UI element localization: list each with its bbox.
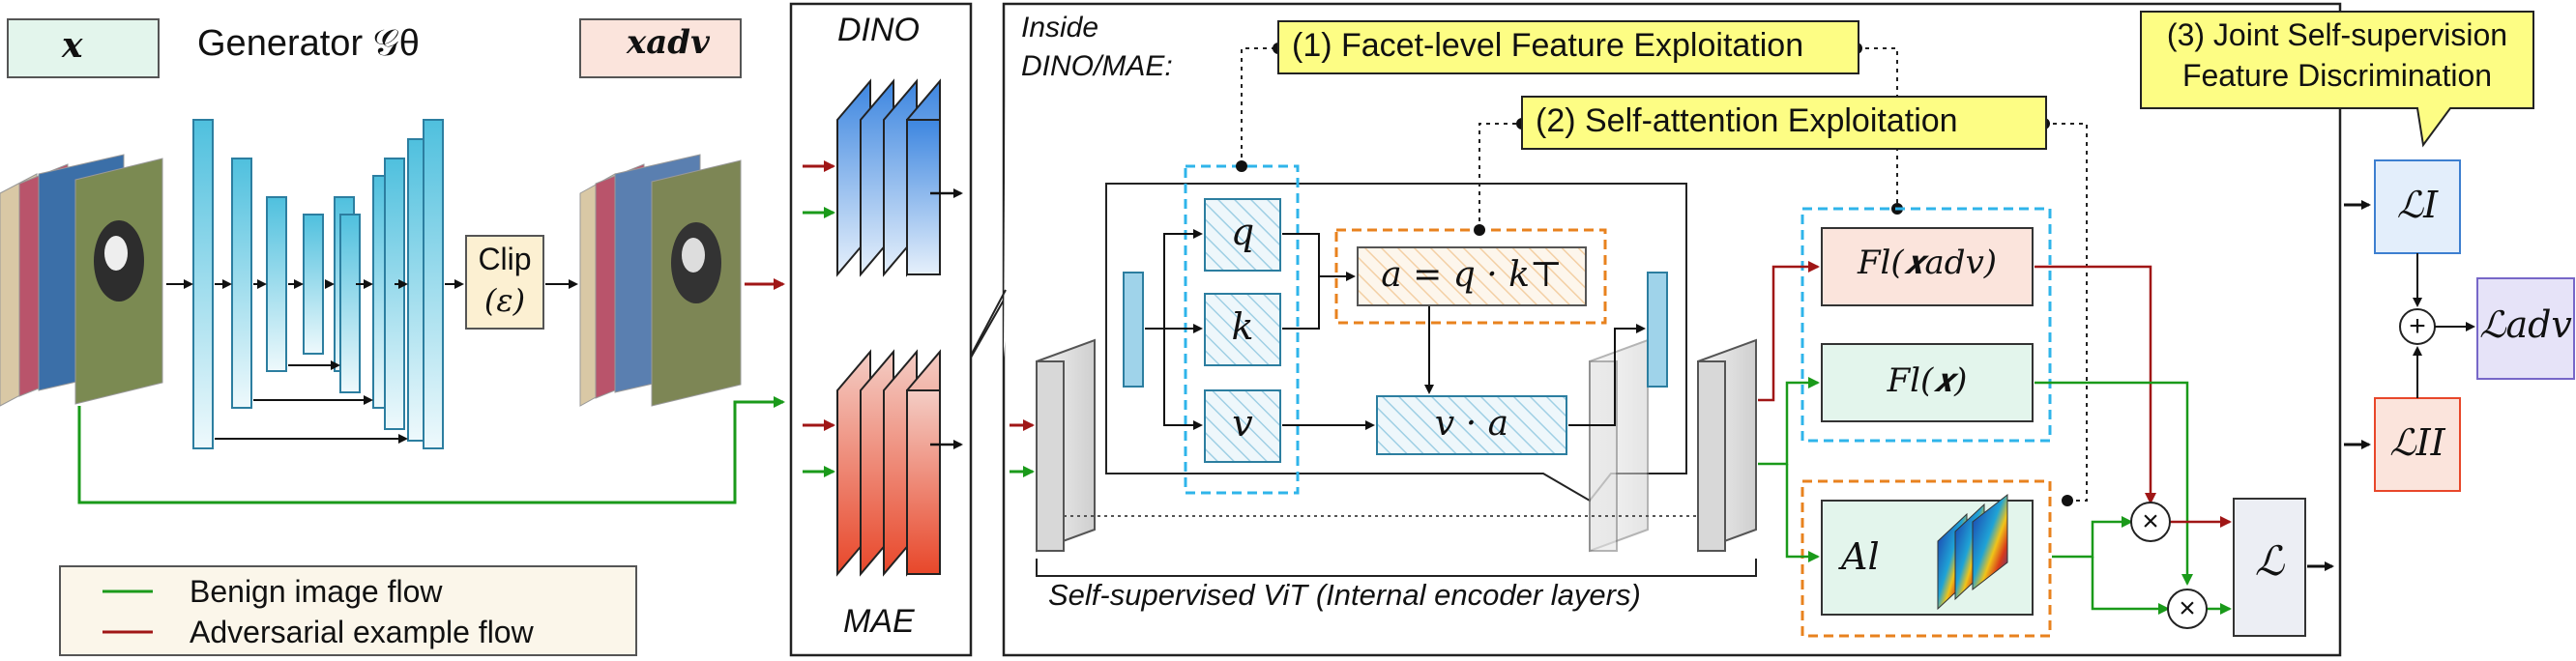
multiply-node-1: [2130, 502, 2171, 542]
output-xadv-box: [579, 18, 742, 78]
attention-formula: a = q · k⊤: [1381, 255, 1563, 295]
input-image-stack: [0, 154, 163, 407]
dino-label: DINO: [837, 12, 920, 48]
joint-discrimination-callout: [2140, 11, 2534, 148]
vit-caption: Self-supervised ViT (Internal encoder la…: [1048, 578, 1641, 612]
output-xadv-label: 𝒙adv: [627, 23, 710, 62]
mae-blocks: [836, 349, 941, 577]
attn-callout: [1521, 96, 2047, 150]
q-label: q: [1230, 211, 1255, 253]
benign-feature-block: [1821, 343, 2034, 422]
legend-box: [59, 565, 637, 656]
attention-feature-label: Al: [1841, 535, 1880, 578]
inside-heading-line1: Inside: [1021, 12, 1099, 43]
loss-adv-label: ℒadv: [2479, 303, 2572, 346]
loss-2-label: ℒII: [2389, 421, 2445, 464]
attention-map-block: [1357, 246, 1587, 306]
generator-title: Generator 𝒢θ: [197, 23, 420, 64]
loss-adv-box: [2476, 277, 2575, 380]
va-formula: v · a: [1434, 404, 1509, 444]
loss-box: [2233, 498, 2306, 637]
attention-dashed-box: [1334, 228, 1607, 325]
feature-dashed-box: [1800, 207, 2052, 443]
joint-callout-line1: (3) Joint Self-supervision: [2166, 17, 2508, 52]
multiply-symbol-1: ×: [2142, 505, 2159, 537]
legend-benign-label: Benign image flow: [190, 574, 443, 609]
facet-callout-text: (1) Facet-level Feature Exploitation: [1292, 27, 1804, 64]
multiply-symbol-2: ×: [2179, 592, 2196, 624]
va-block: [1376, 395, 1567, 455]
v-label: v: [1232, 402, 1253, 445]
generator-unet: [166, 119, 464, 449]
v-block: [1204, 389, 1281, 463]
benign-flow-line: [77, 396, 785, 504]
input-x-label: 𝒙: [62, 25, 83, 66]
inside-heading-line2: DINO/MAE:: [1021, 50, 1173, 82]
vit-bracket: [1036, 559, 1757, 577]
vit-layers: [1036, 338, 1757, 553]
output-token-bar: [1647, 272, 1668, 388]
clip-box: [465, 235, 544, 330]
attn-callout-text: (2) Self-attention Exploitation: [1536, 102, 1958, 139]
k-block: [1204, 293, 1281, 366]
mae-label: MAE: [843, 603, 915, 640]
loss-1-label: ℒI: [2396, 184, 2439, 226]
k-label: k: [1231, 305, 1254, 348]
legend-adversarial-label: Adversarial example flow: [190, 615, 534, 649]
adv-feature-label: Fl(𝒙adv): [1857, 244, 1998, 282]
heatmap-icon: [1937, 493, 2008, 611]
input-token-bar: [1123, 272, 1144, 388]
multiply-node-2: [2167, 589, 2208, 629]
benign-feature-label: Fl(𝒙): [1887, 361, 1968, 400]
adv-feature-block: [1821, 227, 2034, 306]
clip-label: Clip: [478, 242, 532, 276]
sum-symbol: +: [2409, 310, 2426, 342]
q-block: [1204, 198, 1281, 272]
input-x-box: [7, 18, 160, 78]
joint-callout-line2: Feature Discrimination: [2181, 58, 2493, 93]
attention-feature-dashed-box: [1800, 479, 2052, 638]
loss-label: ℒ: [2254, 537, 2285, 585]
adversarial-image-stack: [579, 154, 742, 407]
dino-blocks: [836, 78, 941, 277]
facet-callout: [1277, 20, 1859, 74]
loss-2-box: [2374, 397, 2461, 492]
clip-epsilon: (ε): [483, 282, 526, 319]
